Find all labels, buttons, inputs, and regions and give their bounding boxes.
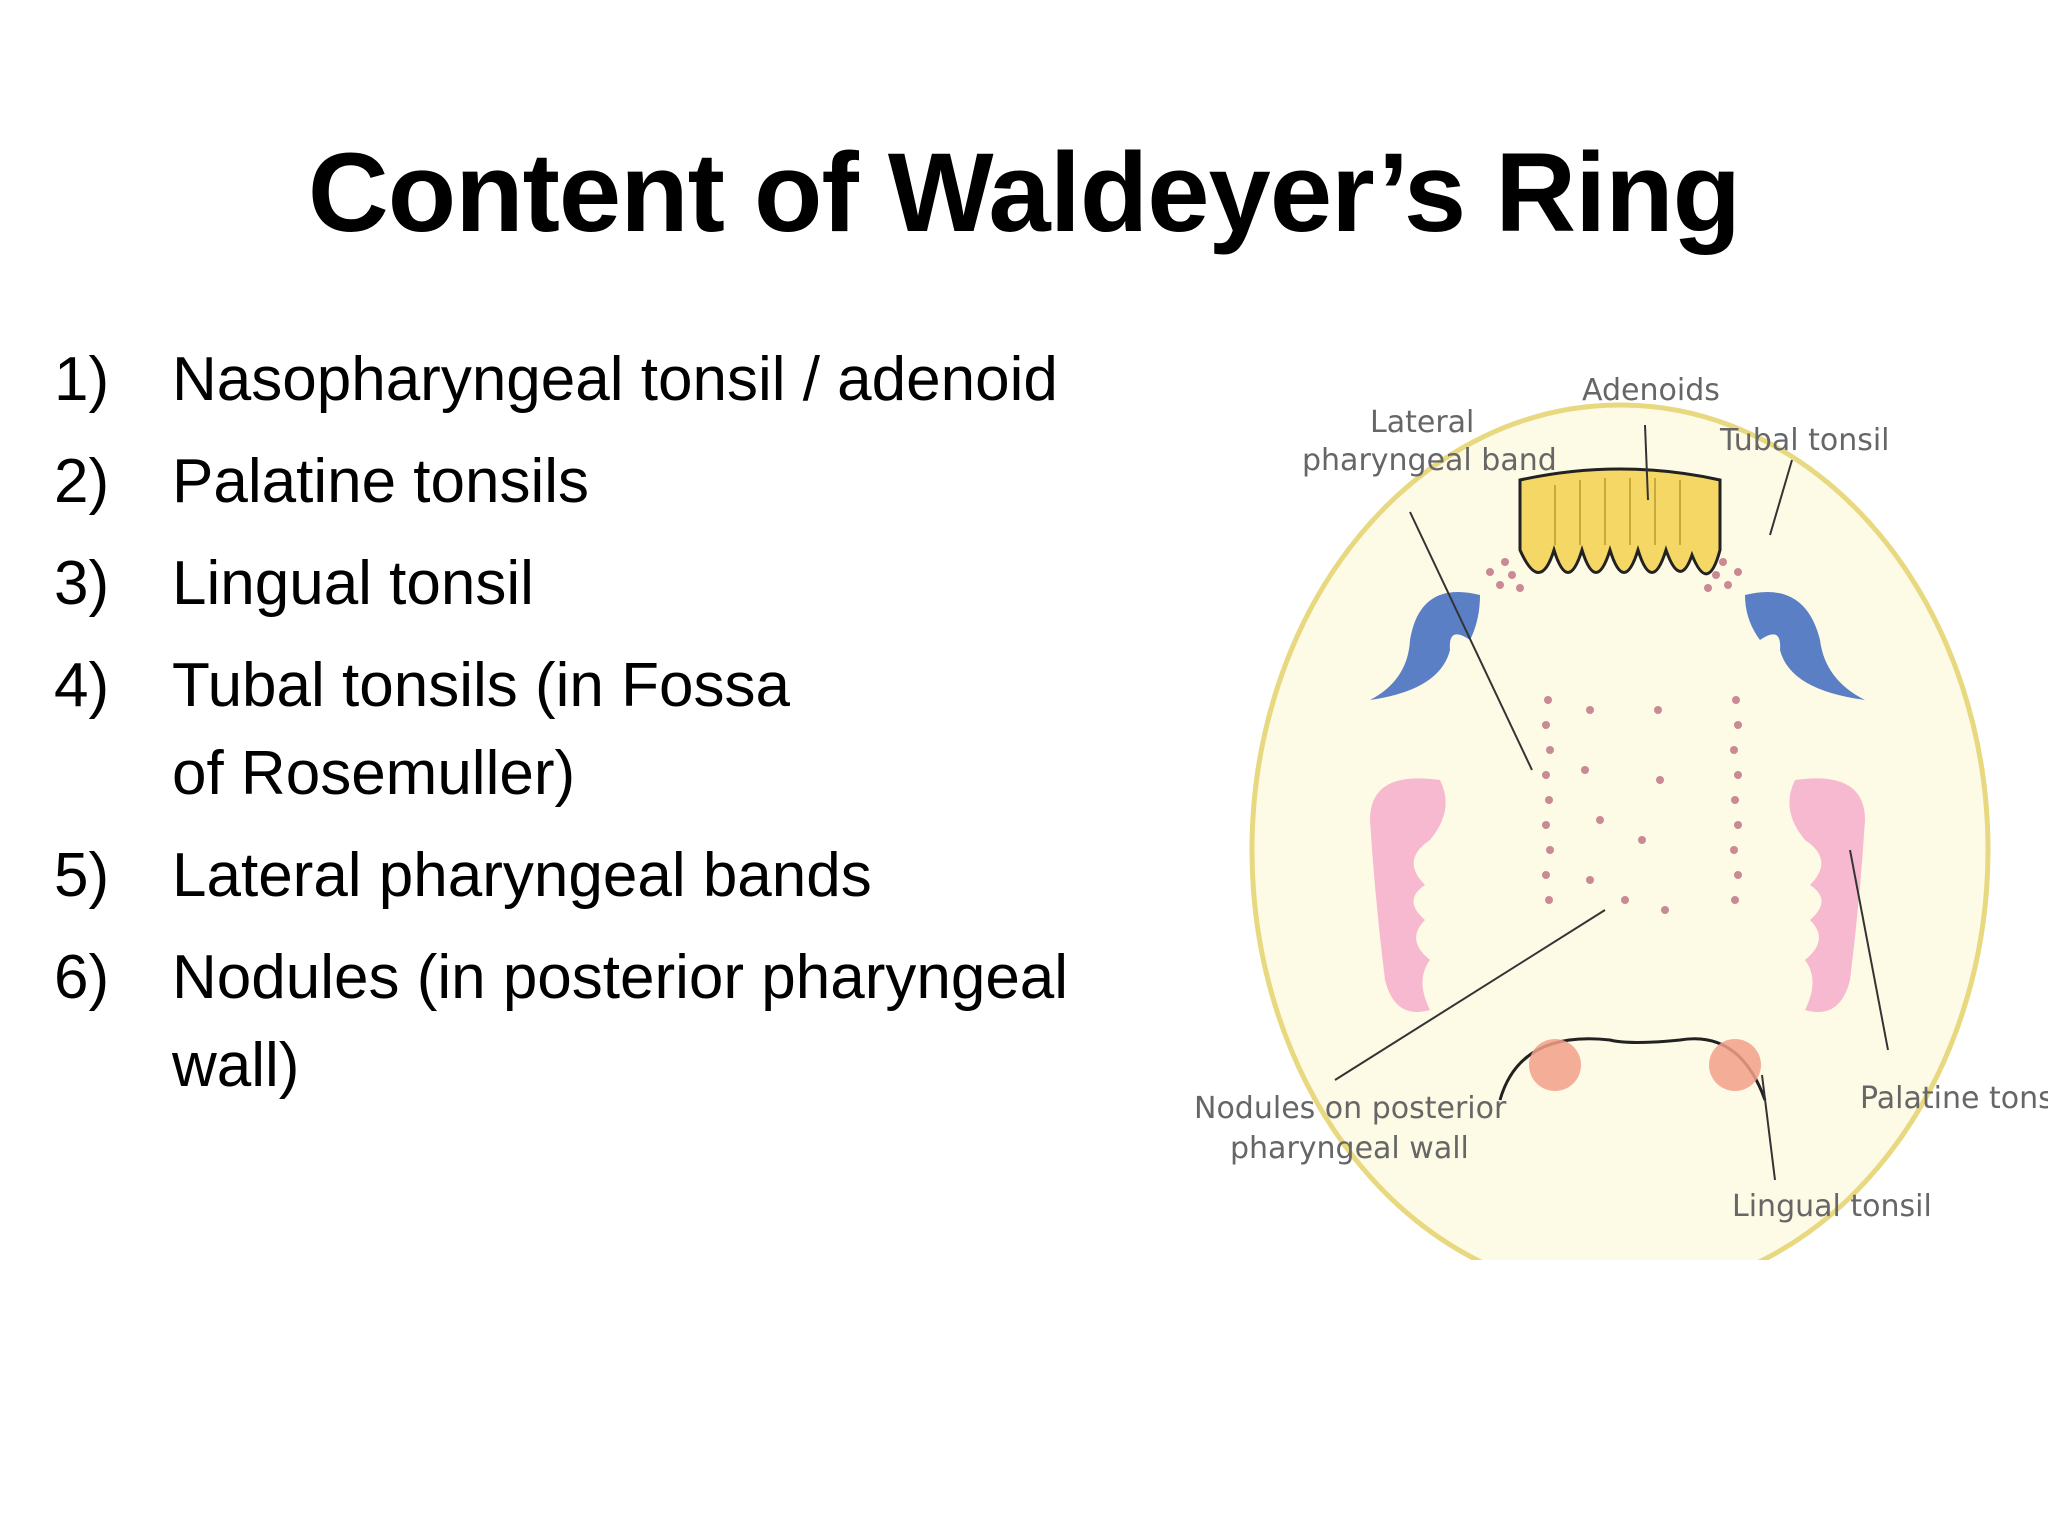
- label-lateral-line2: pharyngeal band: [1302, 443, 1557, 478]
- adenoid-shape: [1518, 467, 1722, 576]
- item-text: Nodules (in posterior pharyngeal wall): [172, 943, 1069, 1100]
- lateral-band-dots: [1542, 696, 1742, 904]
- item-number: 5): [54, 841, 110, 910]
- list-item: 5) Lateral pharyngeal bands: [54, 832, 1154, 920]
- list-item: 3) Lingual tonsil: [54, 540, 1154, 628]
- item-text: Lingual tonsil: [172, 549, 534, 618]
- label-nodules-line1: Nodules on posterior: [1194, 1091, 1507, 1126]
- item-text: Tubal tonsils (in Fossa of Rosemuller): [172, 651, 790, 808]
- content-list: 1) Nasopharyngeal tonsil / adenoid 2) Pa…: [54, 336, 1154, 1124]
- label-tubal: Tubal tonsil: [1719, 423, 1890, 458]
- tubal-left: [1370, 592, 1480, 700]
- item-number: 1): [54, 345, 110, 414]
- lingual-left: [1529, 1039, 1581, 1091]
- item-number: 4): [54, 651, 110, 720]
- palatine-right: [1789, 778, 1865, 1012]
- label-lingual: Lingual tonsil: [1732, 1189, 1932, 1224]
- leader-lines: [1334, 424, 1889, 1181]
- list-item: 4) Tubal tonsils (in Fossa of Rosemuller…: [54, 642, 854, 818]
- label-nodules-line2: pharyngeal wall: [1230, 1131, 1469, 1166]
- label-adenoids: Adenoids: [1582, 373, 1720, 408]
- lingual-right: [1709, 1039, 1761, 1091]
- item-number: 3): [54, 549, 110, 618]
- item-number: 6): [54, 943, 110, 1012]
- posterior-nodules: [1581, 706, 1669, 914]
- tubal-dots: [1486, 558, 1742, 592]
- tubal-right: [1745, 592, 1865, 700]
- label-palatine: Palatine tonsil: [1860, 1081, 2048, 1116]
- item-text: Palatine tonsils: [172, 447, 590, 516]
- list-item: 2) Palatine tonsils: [54, 438, 1154, 526]
- item-text: Nasopharyngeal tonsil / adenoid: [172, 345, 1058, 414]
- list-item: 1) Nasopharyngeal tonsil / adenoid: [54, 336, 1154, 424]
- palatine-left: [1370, 778, 1446, 1012]
- waldeyer-ring-diagram: Adenoids Lateral pharyngeal band Tubal t…: [1180, 340, 2048, 1298]
- list-item: 6) Nodules (in posterior pharyngeal wall…: [54, 934, 1114, 1110]
- label-lateral-line1: Lateral: [1370, 405, 1474, 440]
- item-number: 2): [54, 447, 110, 516]
- item-text: Lateral pharyngeal bands: [172, 841, 872, 910]
- slide-title: Content of Waldeyer’s Ring: [307, 130, 1741, 255]
